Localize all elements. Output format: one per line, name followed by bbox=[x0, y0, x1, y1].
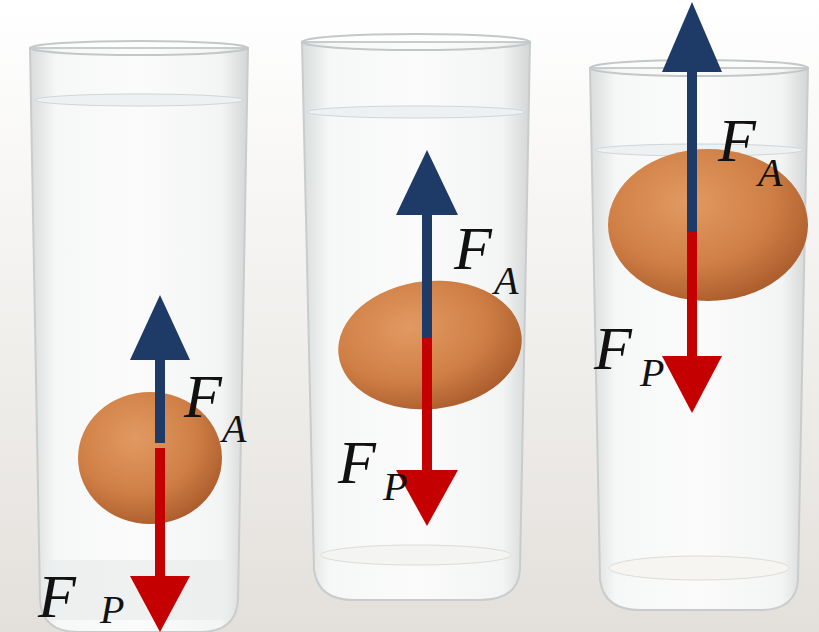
force-symbol: F bbox=[338, 431, 376, 493]
force-subscript: P bbox=[640, 353, 664, 393]
force-subscript: P bbox=[383, 467, 407, 507]
egg bbox=[608, 149, 808, 301]
force-symbol: F bbox=[184, 365, 222, 427]
force-symbol: F bbox=[454, 217, 492, 279]
glass bbox=[302, 34, 530, 600]
force-symbol: F bbox=[718, 109, 756, 171]
force-symbol: F bbox=[38, 565, 76, 627]
force-subscript: A bbox=[494, 261, 518, 301]
glass bbox=[30, 41, 248, 632]
force-subscript: A bbox=[222, 409, 246, 449]
force-subscript: A bbox=[758, 153, 782, 193]
force-subscript: P bbox=[100, 590, 124, 630]
glass bbox=[590, 60, 808, 610]
force-symbol: F bbox=[594, 317, 632, 379]
gravity-arrow bbox=[130, 232, 722, 632]
